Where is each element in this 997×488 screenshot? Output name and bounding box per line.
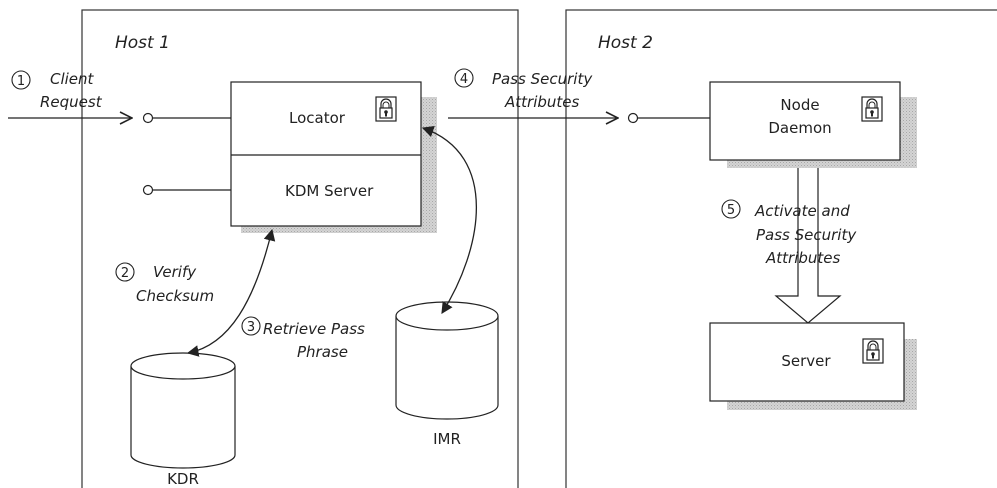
node-daemon-label-line1: Node	[780, 96, 819, 114]
step5-number: 5	[727, 203, 735, 218]
server-label: Server	[781, 352, 831, 370]
step4-label-line2: Attributes	[504, 93, 579, 111]
step2-label-line1: Verify	[153, 263, 197, 281]
port-host2-icon	[627, 112, 639, 124]
locator-lock-icon	[375, 96, 397, 122]
step1-label-line1: Client	[50, 70, 95, 88]
host1-title: Host 1	[115, 33, 170, 53]
retrieve-pass-phrase-arrow	[421, 125, 478, 314]
server-lock-icon	[862, 338, 884, 364]
locator-kdm-component: Locator KDM Server	[230, 81, 437, 233]
step5-label-line3: Attributes	[765, 249, 840, 267]
kdr-label: KDR	[167, 470, 199, 488]
verify-checksum-arrow	[186, 228, 276, 357]
step3-badge	[241, 316, 261, 336]
locator-port-icon	[142, 112, 154, 124]
step1-number: 1	[17, 74, 25, 89]
kdm-server-label: KDM Server	[285, 182, 374, 200]
step4-label-line1: Pass Security	[492, 70, 593, 88]
step1-badge	[11, 70, 31, 90]
step5-label-line1: Activate and	[754, 202, 850, 220]
step2-badge	[115, 262, 135, 282]
kdm-port-icon	[142, 184, 154, 196]
locator-label: Locator	[289, 109, 346, 127]
step2-label-line2: Checksum	[136, 287, 214, 305]
node-daemon-label-line2: Daemon	[768, 119, 831, 137]
step1-label-line2: Request	[40, 93, 103, 111]
step4-badge	[454, 68, 474, 88]
imr-repository: IMR	[395, 301, 499, 448]
step3-label-line1: Retrieve Pass	[263, 320, 365, 338]
host2-title: Host 2	[598, 33, 653, 53]
step5-label-line2: Pass Security	[756, 226, 857, 244]
step2-number: 2	[121, 266, 129, 281]
server-component: Server	[709, 322, 917, 410]
node-daemon-lock-icon	[861, 96, 883, 122]
step5-badge	[721, 199, 741, 219]
imr-label: IMR	[433, 430, 461, 448]
step4-number: 4	[460, 72, 468, 87]
step3-number: 3	[247, 320, 255, 335]
kdr-repository: KDR	[130, 352, 236, 488]
node-daemon-component: Node Daemon	[709, 81, 917, 168]
step3-label-line2: Phrase	[297, 343, 348, 361]
